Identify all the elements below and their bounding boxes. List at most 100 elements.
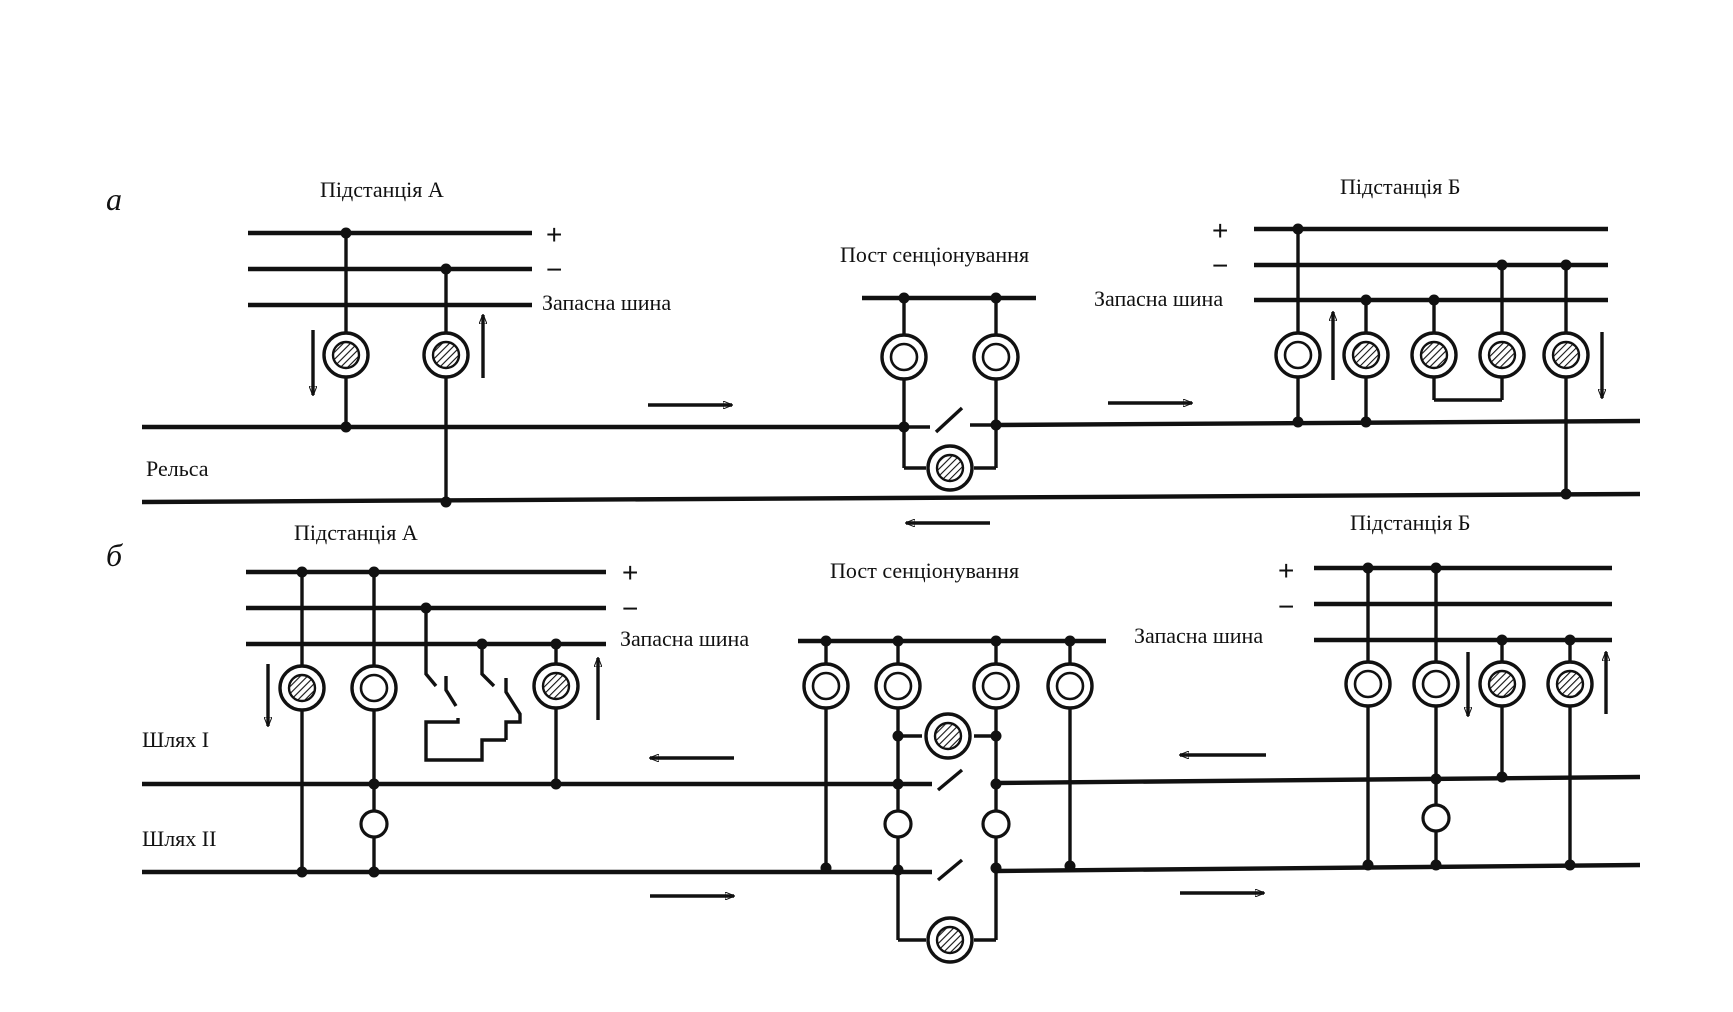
junction-dot (820, 635, 832, 647)
rail (141, 491, 1641, 505)
bus-switch-icon (444, 676, 458, 707)
sectioning-post-title: Пост сенціонування (830, 558, 1019, 583)
spare-bus-label-a-right: Запасна шина (1094, 286, 1223, 311)
junction-dot (1560, 259, 1572, 271)
junction-dot (1496, 259, 1508, 271)
sectioning-post-title: Пост сенціонування (840, 242, 1029, 267)
junction-dot (892, 730, 904, 742)
substation-a-title: Підстанція А (320, 177, 444, 202)
junction-dot (1430, 562, 1442, 574)
open-breaker-icon (802, 662, 850, 710)
hatched-breaker-icon (322, 331, 370, 379)
junction-dot (1362, 859, 1374, 871)
substation-b-title: Підстанція Б (1340, 174, 1461, 199)
panel-b-letter: б (106, 537, 123, 573)
hatched-breaker-icon (278, 664, 326, 712)
plus-label-b-right: + (1278, 555, 1294, 586)
hatched-breaker-icon (1478, 660, 1526, 708)
substation-b-title: Підстанція Б (1350, 510, 1471, 535)
small-breaker-icon (883, 809, 913, 839)
hatched-breaker-icon (926, 916, 974, 964)
track-2-label: Шлях ІІ (142, 826, 216, 851)
small-breaker-icon (359, 809, 389, 839)
junction-dot (898, 292, 910, 304)
small-breaker-icon (981, 809, 1011, 839)
plus-label-a-left: + (546, 219, 562, 250)
minus-label-b-right: − (1278, 591, 1294, 622)
junction-dot (368, 866, 380, 878)
track-1-wire (993, 774, 1641, 786)
minus-label-b-left: − (622, 593, 638, 624)
junction-dot (892, 864, 904, 876)
spare-bus-label-b-left: Запасна шина (620, 626, 749, 651)
disconnector-icon (936, 858, 964, 882)
plus-label-b-left: + (622, 557, 638, 588)
junction-dot (1292, 416, 1304, 428)
junction-dot (1362, 562, 1374, 574)
open-breaker-icon (874, 662, 922, 710)
panel-a-letter: а (106, 181, 122, 217)
plus-label-a-right: + (1212, 215, 1228, 246)
junction-dot (1560, 488, 1572, 500)
junction-dot (990, 635, 1002, 647)
junction-dot (440, 263, 452, 275)
junction-dot (550, 778, 562, 790)
junction-dot (1564, 634, 1576, 646)
junction-dot (340, 421, 352, 433)
hatched-breaker-icon (924, 712, 972, 760)
junction-dot (1430, 773, 1442, 785)
open-breaker-icon (1344, 660, 1392, 708)
hatched-breaker-icon (1410, 331, 1458, 379)
junction-dot (990, 292, 1002, 304)
junction-dot (1496, 771, 1508, 783)
junction-dot (990, 862, 1002, 874)
junction-dot (296, 866, 308, 878)
minus-label-a-left: − (546, 254, 562, 285)
bus-switch-icon (424, 718, 506, 762)
hatched-breaker-icon (1342, 331, 1390, 379)
bus-switch-icon (424, 608, 438, 688)
open-breaker-icon (972, 662, 1020, 710)
junction-dot (892, 635, 904, 647)
junction-dot (990, 730, 1002, 742)
junction-dot (1360, 416, 1372, 428)
track-2-wire (993, 862, 1641, 874)
hatched-breaker-icon (926, 444, 974, 492)
hatched-breaker-icon (532, 662, 580, 710)
junction-dot (340, 227, 352, 239)
open-breaker-icon (350, 664, 398, 712)
substation-a-title: Підстанція А (294, 520, 418, 545)
hatched-breaker-icon (422, 331, 470, 379)
disconnector-icon (936, 768, 964, 792)
junction-dot (990, 778, 1002, 790)
minus-label-a-right: − (1212, 250, 1228, 281)
spare-bus-label-b-right: Запасна шина (1134, 623, 1263, 648)
junction-dot (1564, 859, 1576, 871)
small-breaker-icon (1421, 803, 1451, 833)
hatched-breaker-icon (1546, 660, 1594, 708)
junction-dot (368, 778, 380, 790)
junction-dot (476, 638, 488, 650)
junction-dot (368, 566, 380, 578)
junction-dot (898, 421, 910, 433)
rail-label: Рельса (146, 456, 209, 481)
junction-dot (1292, 223, 1304, 235)
spare-bus-label-a-left: Запасна шина (542, 290, 671, 315)
open-breaker-icon (972, 333, 1020, 381)
junction-dot (420, 602, 432, 614)
junction-dot (1064, 635, 1076, 647)
open-breaker-icon (1412, 660, 1460, 708)
junction-dot (820, 862, 832, 874)
junction-dot (892, 778, 904, 790)
contact-wire (995, 418, 1641, 428)
hatched-breaker-icon (1542, 331, 1590, 379)
junction-dot (1360, 294, 1372, 306)
junction-dot (440, 496, 452, 508)
bus-switch-icon (480, 644, 496, 688)
open-breaker-icon (880, 333, 928, 381)
junction-dot (1430, 859, 1442, 871)
open-breaker-icon (1046, 662, 1094, 710)
junction-dot (1496, 634, 1508, 646)
junction-dot (1428, 294, 1440, 306)
